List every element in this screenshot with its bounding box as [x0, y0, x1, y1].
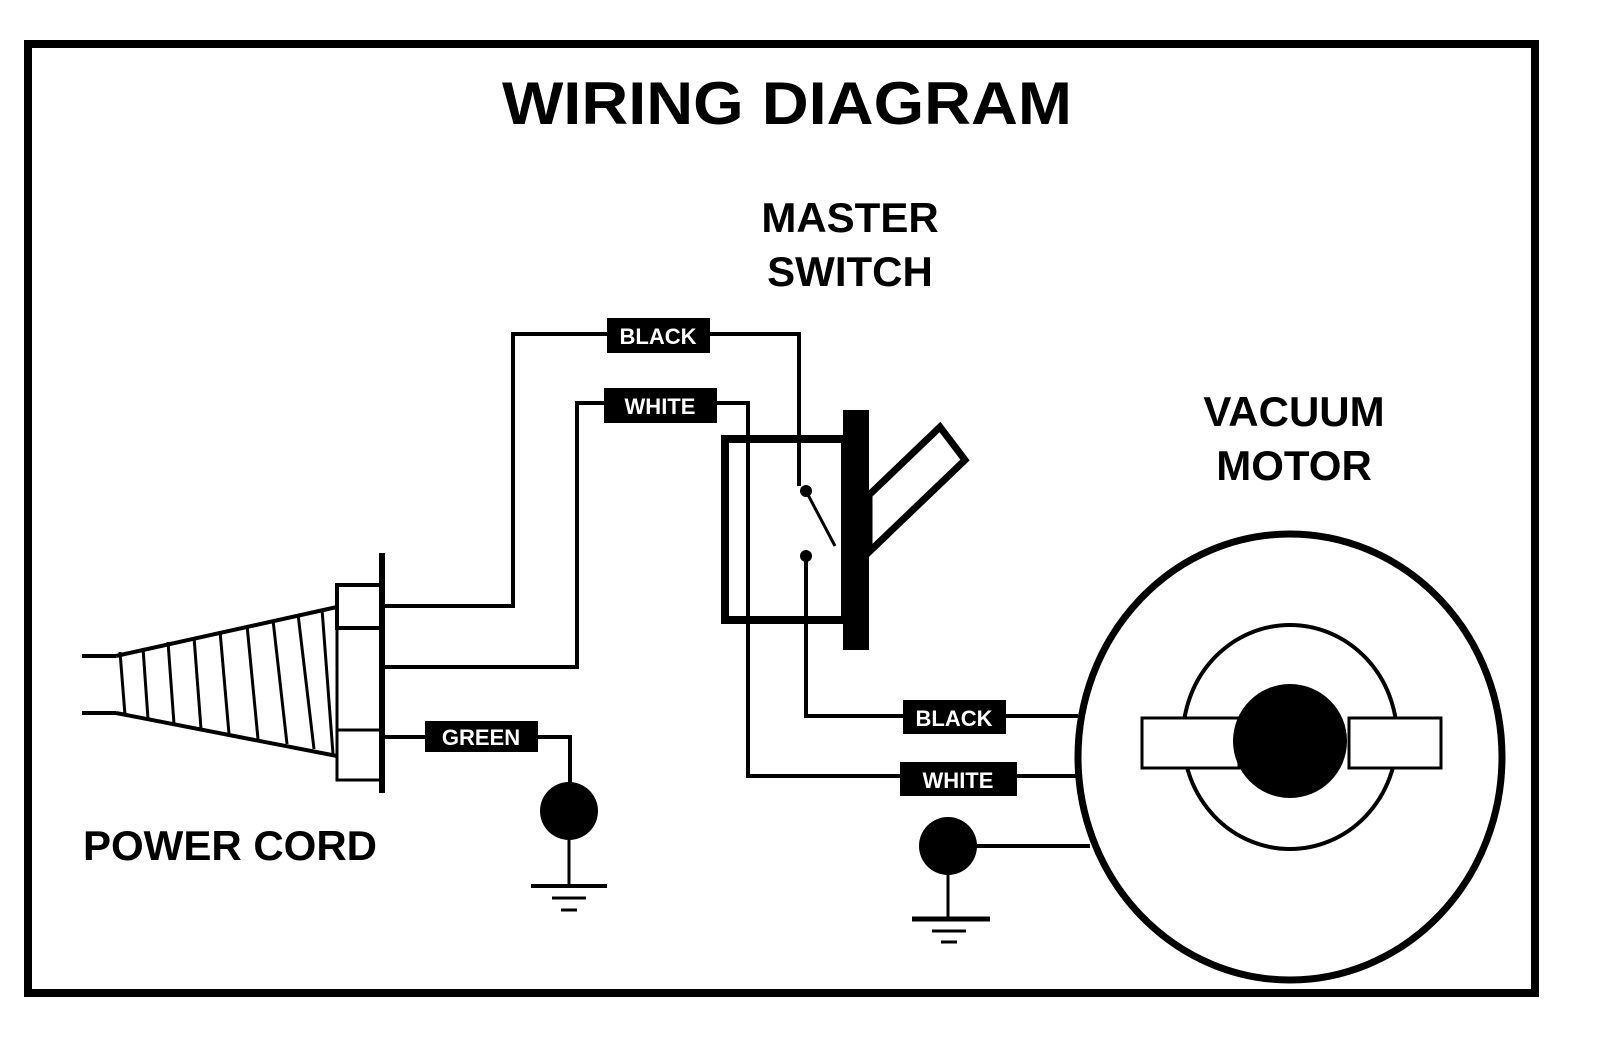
tag-cord-green: GREEN: [425, 721, 538, 752]
svg-text:GREEN: GREEN: [442, 725, 520, 750]
svg-text:BLACK: BLACK: [916, 706, 993, 731]
vacuum-motor-label-line1: VACUUM: [1203, 388, 1384, 435]
diagram-title: WIRING DIAGRAM: [502, 70, 1072, 137]
tag-cord-white: WHITE: [604, 388, 717, 423]
master-switch: [721, 410, 970, 650]
cord-stripes: [118, 608, 335, 755]
power-cord-label: POWER CORD: [83, 822, 377, 869]
master-switch-label-line1: MASTER: [761, 194, 938, 241]
ground-icon-motor: [912, 817, 990, 944]
switch-lever: [865, 421, 970, 561]
vacuum-motor-label-line2: MOTOR: [1216, 442, 1372, 489]
ground-icon-cord: [531, 782, 607, 912]
cord-black-wire: [385, 332, 801, 608]
tag-motor-black: BLACK: [903, 700, 1006, 734]
motor-shaft: [1233, 684, 1347, 798]
vacuum-motor: [1074, 530, 1506, 984]
tag-motor-white: WHITE: [900, 762, 1017, 796]
power-cord-plug: [82, 553, 385, 793]
diagram-frame: [24, 40, 1539, 997]
tag-cord-black: BLACK: [607, 318, 710, 353]
svg-text:BLACK: BLACK: [620, 324, 697, 349]
svg-text:WHITE: WHITE: [923, 768, 994, 793]
master-switch-label-line2: SWITCH: [767, 248, 933, 295]
svg-text:WHITE: WHITE: [625, 394, 696, 419]
switch-contact-bottom: [800, 550, 812, 562]
